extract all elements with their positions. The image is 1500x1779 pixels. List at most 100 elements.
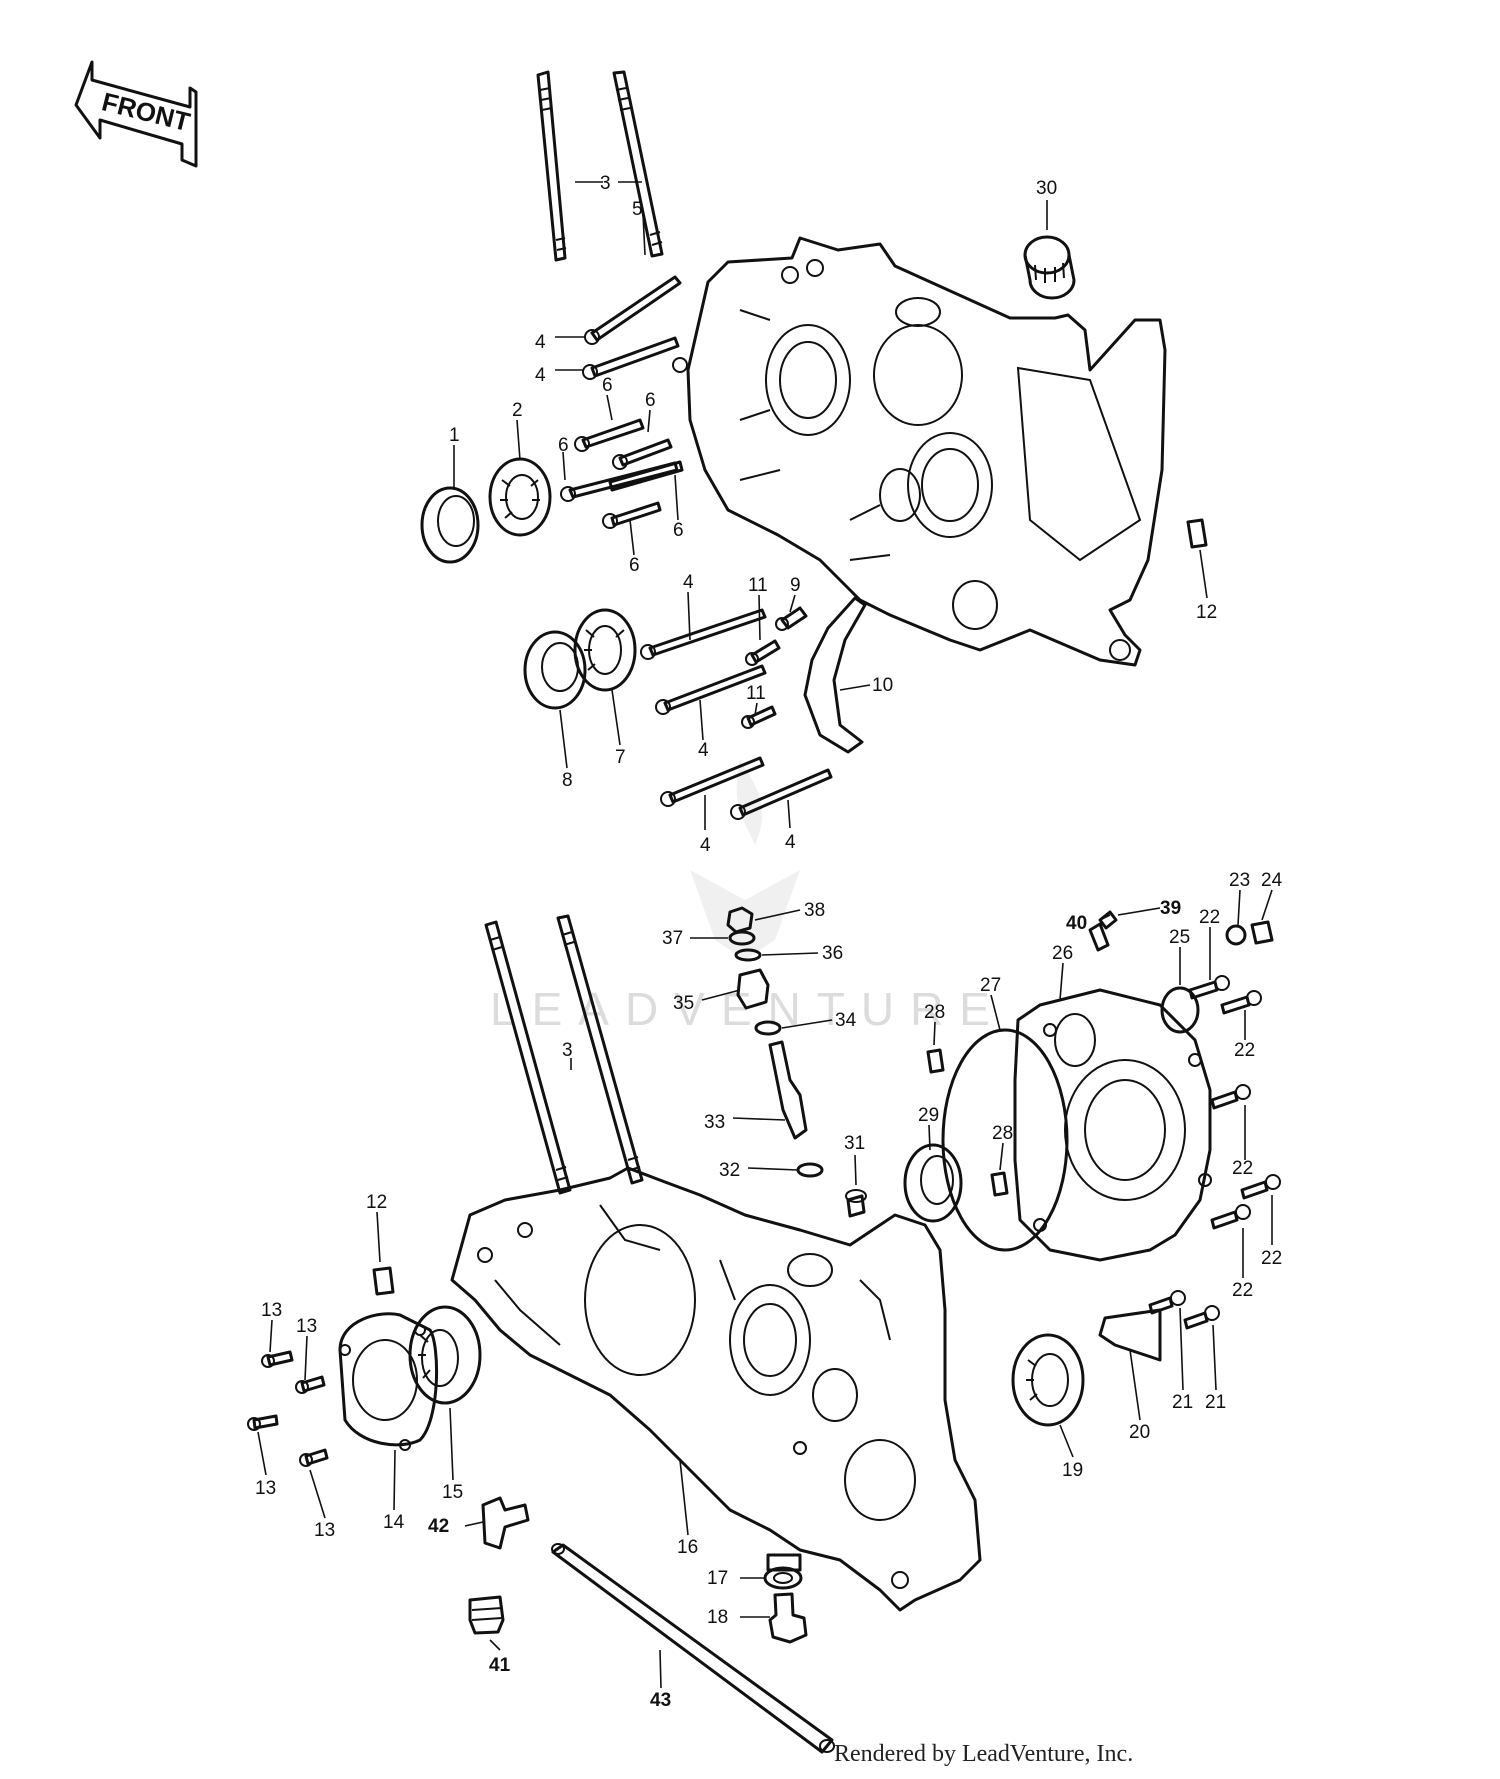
- callout-9: 9: [790, 575, 801, 596]
- ball-bearing-19: [1011, 1333, 1085, 1427]
- callout-37: 37: [662, 928, 683, 949]
- needle-bearing-30: [1023, 235, 1076, 300]
- drain-plug-18: [768, 1592, 808, 1644]
- callout-30: 30: [1036, 178, 1057, 199]
- crankcase-stud-upper: [536, 70, 664, 262]
- callout-4b: 4: [535, 365, 546, 386]
- callout-6b: 6: [645, 390, 656, 411]
- callout-1: 1: [449, 425, 460, 446]
- washer-23: [1225, 924, 1247, 946]
- left-crankcase-half: [672, 236, 1167, 667]
- leader-lines: [257, 181, 1273, 1689]
- watermark-text: LEADVENTURE: [490, 983, 1006, 1035]
- bearing-cap-14: [338, 1312, 439, 1451]
- callout-7: 7: [615, 747, 626, 768]
- callout-34: 34: [835, 1010, 857, 1031]
- circlip-25: [1160, 986, 1200, 1034]
- callout-11b: 11: [746, 683, 766, 704]
- cap-24: [1250, 920, 1274, 945]
- breather-tube-43: [551, 1543, 835, 1754]
- front-arrow-icon: FRONT: [74, 60, 198, 168]
- bolts-22: [1188, 975, 1281, 1230]
- callout-21b: 21: [1205, 1392, 1226, 1413]
- callout-6c: 6: [558, 435, 569, 456]
- callout-39: 39: [1160, 898, 1181, 919]
- render-credit: Rendered by LeadVenture, Inc.: [834, 1741, 1134, 1767]
- callout-8: 8: [562, 770, 573, 791]
- callout-4e: 4: [700, 835, 711, 856]
- callout-35: 35: [673, 993, 694, 1014]
- shift-drum-parts: [726, 906, 824, 1178]
- callout-22a: 22: [1199, 907, 1220, 928]
- callout-25: 25: [1169, 927, 1190, 948]
- callout-29: 29: [918, 1105, 939, 1126]
- callout-28a: 28: [924, 1002, 945, 1023]
- bearing-housing-26: [1013, 988, 1212, 1262]
- callout-12-lower: 12: [366, 1192, 387, 1213]
- oil-seal-1: [420, 486, 480, 564]
- callout-14: 14: [383, 1512, 405, 1533]
- callout-21a: 21: [1172, 1392, 1193, 1413]
- callout-22b: 22: [1234, 1040, 1255, 1061]
- bracket-10: [803, 596, 867, 754]
- callout-31: 31: [844, 1133, 865, 1154]
- callout-6d: 6: [673, 520, 684, 541]
- callout-23: 23: [1229, 870, 1250, 891]
- ball-bearing-2: [488, 457, 552, 537]
- callout-42: 42: [428, 1516, 449, 1537]
- screw-11-lower: [741, 705, 777, 729]
- callout-22c: 22: [1232, 1158, 1253, 1179]
- callout-13a: 13: [261, 1300, 282, 1321]
- callout-2: 2: [512, 400, 523, 421]
- ball-bearing-7: [573, 608, 637, 692]
- screw-9: [775, 606, 808, 631]
- oil-seal-29: [903, 1143, 963, 1223]
- callout-6e: 6: [629, 555, 640, 576]
- callout-40: 40: [1066, 913, 1087, 934]
- callout-24: 24: [1261, 870, 1283, 891]
- callout-19: 19: [1062, 1460, 1083, 1481]
- dowel-pin-12-lower: [372, 1266, 395, 1296]
- crankcase-stud-lower: [484, 914, 644, 1195]
- callout-38: 38: [804, 900, 825, 921]
- dowel-pin-12-upper: [1186, 518, 1208, 549]
- callout-22e: 22: [1232, 1280, 1253, 1301]
- callout-3-lower: 3: [562, 1040, 573, 1061]
- screw-11-upper: [745, 639, 781, 666]
- callout-10: 10: [872, 675, 893, 696]
- right-crankcase-half: [450, 1166, 982, 1612]
- callout-12-upper: 12: [1196, 602, 1217, 623]
- callout-11a: 11: [748, 575, 768, 596]
- callout-20: 20: [1129, 1422, 1150, 1443]
- callout-6a: 6: [602, 375, 613, 396]
- callout-22d: 22: [1261, 1248, 1282, 1269]
- bolt-31: [845, 1189, 867, 1218]
- callout-4d: 4: [698, 740, 709, 761]
- dowel-pin-28: [926, 1048, 1009, 1197]
- callout-4a: 4: [535, 332, 546, 353]
- callout-15: 15: [442, 1482, 463, 1503]
- screw-13: [247, 1350, 329, 1467]
- callout-27: 27: [980, 975, 1001, 996]
- callout-26: 26: [1052, 943, 1073, 964]
- callout-32: 32: [719, 1160, 740, 1181]
- callout-4c: 4: [683, 572, 694, 593]
- callout-13b: 13: [296, 1316, 317, 1337]
- cap-41: [468, 1595, 505, 1635]
- pin-39-40: [1088, 910, 1118, 952]
- callout-33: 33: [704, 1112, 725, 1133]
- callout-41: 41: [489, 1655, 511, 1676]
- callout-43: 43: [650, 1690, 671, 1711]
- o-ring-27: [941, 1028, 1069, 1252]
- callout-5: 5: [632, 199, 643, 220]
- ball-bearing-15: [408, 1305, 482, 1405]
- callout-28b: 28: [992, 1123, 1013, 1144]
- bolts-21: [1148, 1290, 1220, 1330]
- callout-3-upper: 3: [600, 173, 611, 194]
- callout-13d: 13: [314, 1520, 335, 1541]
- callout-13c: 13: [255, 1478, 276, 1499]
- callout-labels: 3 5 30 4 4 6 6 1 2 6 6 6 12 4 11 9 10 11…: [255, 173, 1283, 1711]
- callout-18: 18: [707, 1607, 728, 1628]
- callout-17: 17: [707, 1568, 728, 1589]
